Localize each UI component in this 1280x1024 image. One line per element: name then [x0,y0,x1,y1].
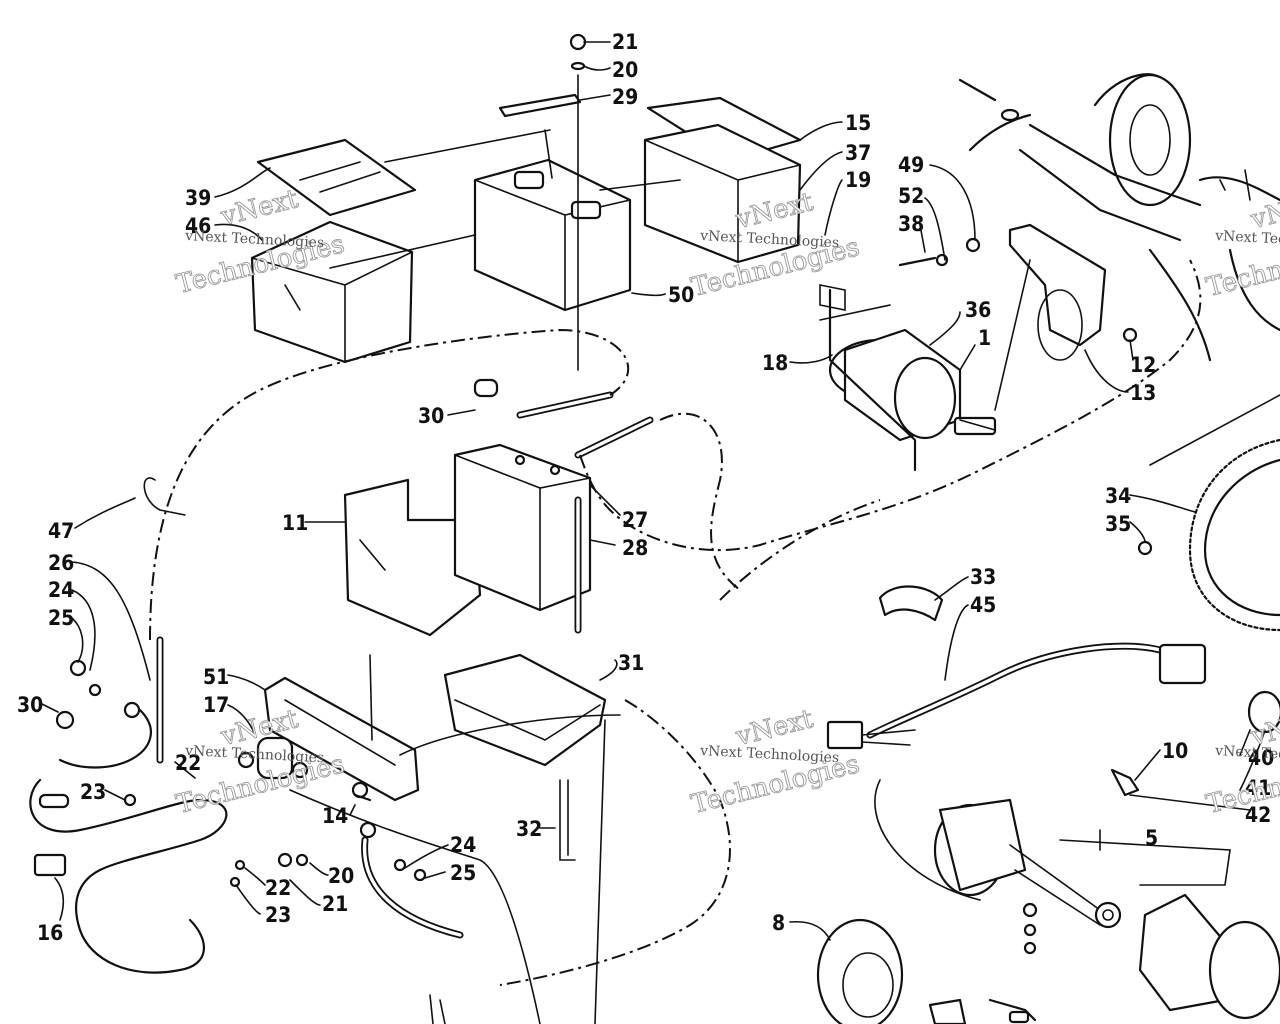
watermark-brand: vNext [217,184,301,232]
watermark-company: vNext Technologies [699,228,840,251]
callout-14: 14 [322,804,348,828]
watermark-company: vNext Technologies [184,743,325,766]
callout-24: 24 [48,578,74,602]
callout-23: 23 [80,780,106,804]
callout-30-left: 30 [17,693,43,717]
starter-exploded-group [816,768,1280,1024]
callout-24-lower: 24 [450,833,476,857]
callout-29: 29 [612,85,638,109]
callout-16: 16 [37,921,63,945]
callout-22: 22 [175,751,201,775]
watermark-brand: vNext [1247,187,1280,235]
callout-51: 51 [203,665,229,689]
callout-28: 28 [622,536,648,560]
callout-52: 52 [898,184,924,208]
callout-22-lower: 22 [265,876,291,900]
callout-20: 20 [612,58,638,82]
callout-33: 33 [970,565,996,589]
callout-42: 42 [1245,803,1271,827]
callout-11: 11 [282,511,308,535]
callout-21-lower: 21 [322,892,348,916]
callout-50: 50 [668,283,694,307]
callout-19: 19 [845,168,871,192]
callout-13: 13 [1130,381,1156,405]
callout-41: 41 [1245,776,1271,800]
callout-45: 45 [970,593,996,617]
watermark-company: vNext Technologies [184,228,325,251]
callout-49: 49 [898,153,924,177]
callout-25-lower: 25 [450,861,476,885]
callout-5: 5 [1145,826,1158,850]
callout-labels: 21 20 29 15 37 19 49 52 38 39 46 50 36 1… [17,30,1274,945]
callout-20-lower: 20 [328,864,354,888]
callout-40: 40 [1248,746,1274,770]
ring-gear-group [1137,438,1280,632]
callout-39: 39 [185,186,211,210]
solenoid-harness-group [29,477,464,974]
callout-32: 32 [516,817,542,841]
battery-holder-group [263,416,654,861]
leader-lines [41,41,1266,941]
callout-23-lower: 23 [265,903,291,927]
callout-37: 37 [845,141,871,165]
callout-1: 1 [978,326,991,350]
callout-8: 8 [772,911,785,935]
callout-25: 25 [48,606,74,630]
watermark-company: vNext Technologies [699,743,840,766]
callout-34: 34 [1105,484,1131,508]
callout-10: 10 [1162,739,1188,763]
callout-12: 12 [1130,353,1156,377]
battery-box-group [250,33,802,419]
callout-27: 27 [622,508,648,532]
callout-21: 21 [612,30,638,54]
callout-15: 15 [845,111,871,135]
callout-18: 18 [762,351,788,375]
callout-31: 31 [618,651,644,675]
harness-group [826,585,1280,750]
callout-46: 46 [185,214,211,238]
callout-17: 17 [203,693,229,717]
callout-47: 47 [48,519,74,543]
starter-motor-group [819,223,1138,472]
callout-38: 38 [898,212,924,236]
routing-lines [149,259,1202,1024]
callout-35: 35 [1105,512,1131,536]
watermark-company: vNext Technologies [1214,228,1280,251]
callout-26: 26 [48,551,74,575]
callout-30: 30 [418,404,444,428]
engine-group [958,73,1280,466]
callout-36: 36 [965,298,991,322]
